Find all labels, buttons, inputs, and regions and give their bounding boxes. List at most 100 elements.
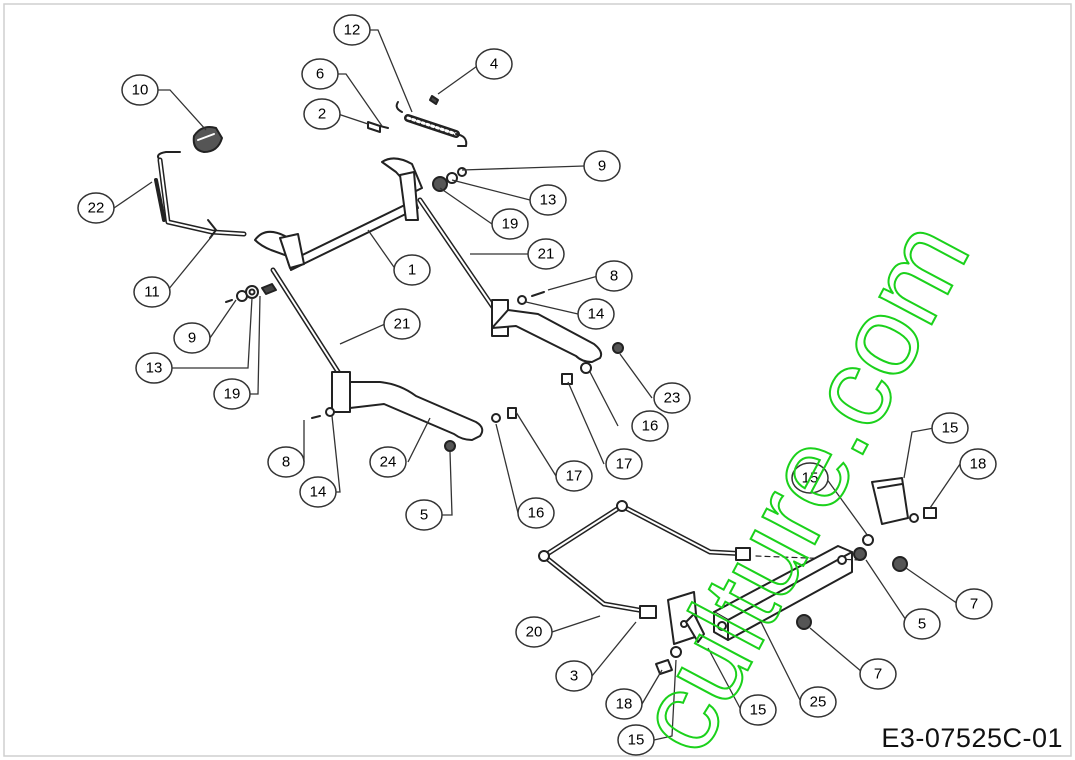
callout-label: 20 [526,624,543,641]
callout: 7 [859,658,897,690]
callout-label: 10 [132,82,149,99]
callout-label: 25 [810,694,827,711]
callout: 15 [739,694,777,726]
callout: 24 [369,446,407,478]
callout-label: 21 [394,316,411,333]
callout: 15 [617,724,655,756]
callout-label: 24 [380,454,397,471]
lift-lever [154,151,247,239]
callout: 21 [527,238,565,270]
callout: 16 [517,497,555,529]
callout-label: 22 [88,200,105,217]
callout-label: 2 [318,106,326,123]
callout: 11 [133,276,171,308]
callout: 8 [595,260,633,292]
callout-label: 23 [664,390,681,407]
callout-label: 5 [918,616,926,633]
lift-arm-right [491,299,603,363]
callout-label: 14 [588,306,605,323]
callout: 3 [555,660,593,692]
callout: 21 [383,308,421,340]
callout: 17 [555,460,593,492]
callout-label: 18 [616,696,633,713]
callout: 8 [267,446,305,478]
bolt-and-pin [367,121,389,133]
bracket-right [871,477,909,525]
callout-label: 9 [598,158,606,175]
callout: 14 [299,476,337,508]
callout: 13 [529,184,567,216]
callout: 25 [799,686,837,718]
callout: 12 [333,14,371,46]
callout-label: 4 [490,56,498,73]
callout-label: 15 [628,732,645,749]
callout: 5 [405,499,443,531]
callout-label: 16 [642,418,659,435]
callout: 18 [959,448,997,480]
callout: 22 [77,192,115,224]
callouts: 12 4 6 2 10 9 13 19 22 1 21 11 8 14 9 13… [77,14,997,756]
callout-label: 15 [802,470,819,487]
callout-label: 7 [970,596,978,613]
callout: 14 [577,298,615,330]
callout-label: 8 [282,454,290,471]
callout-label: 14 [310,484,327,501]
callout: 9 [583,150,621,182]
callout-label: 19 [224,386,241,403]
lift-rod-left [270,267,345,381]
callout: 1 [393,254,431,286]
callout: 13 [135,352,173,384]
callout: 9 [173,322,211,354]
callout-label: 19 [502,216,519,233]
callout: 19 [213,378,251,410]
u-rod [538,500,861,619]
callout: 4 [475,48,513,80]
drawing-frame [3,3,1072,757]
callout-label: 13 [146,360,163,377]
callout: 7 [955,588,993,620]
callout: 16 [631,410,669,442]
callout-label: 18 [970,456,987,473]
callout: 2 [303,98,341,130]
channel-bar [713,545,853,641]
callout-label: 7 [874,666,882,683]
hardware-mid [311,291,624,452]
callout: 10 [121,74,159,106]
lever-knob [192,126,223,153]
bracket-left [667,591,705,645]
callout-label: 11 [144,284,160,301]
drawing-code: E3-07525C-01 [881,723,1063,753]
callout: 5 [903,608,941,640]
spring [395,101,468,147]
callout: 15 [791,462,829,494]
callout-label: 3 [570,668,578,685]
cross-shaft [254,157,423,271]
hardware-left [225,283,277,303]
callout: 23 [653,382,691,414]
callout-label: 16 [528,505,545,522]
callout-label: 13 [540,192,557,209]
hardware-lower [655,507,937,675]
lift-arm-left [331,371,484,441]
callout-label: 12 [344,22,361,39]
lift-rod-right [417,197,498,313]
callout-label: 21 [538,246,555,263]
hardware-upper [429,95,467,192]
callout-label: 15 [942,420,959,437]
callout-label: 8 [610,268,618,285]
watermark: culture.com [611,201,993,760]
callout-label: 15 [750,702,767,719]
callout: 17 [605,448,643,480]
callout-label: 6 [316,66,324,83]
leader-lines [113,29,961,741]
callout-label: 17 [616,456,633,473]
callout-label: 5 [420,507,428,524]
callout-label: 1 [408,262,416,279]
callout: 6 [301,58,339,90]
callout: 18 [605,688,643,720]
callout: 15 [931,412,969,444]
callout: 20 [515,616,553,648]
callout: 19 [491,208,529,240]
